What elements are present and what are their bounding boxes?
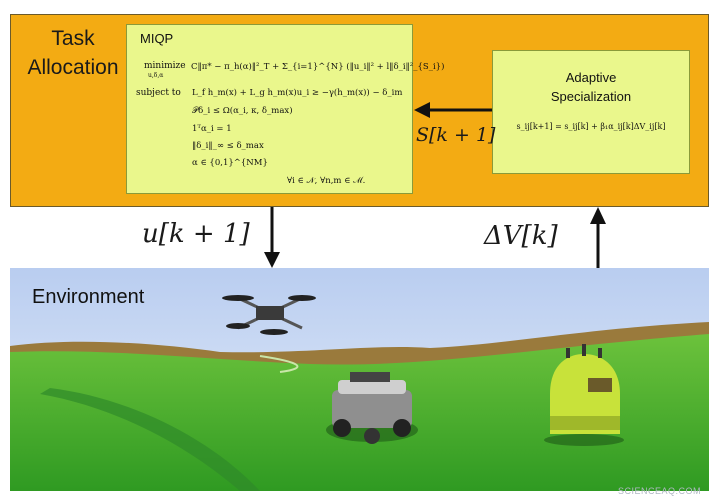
constraint-alpha-sum: 1ᵀα_i = 1 xyxy=(192,124,232,134)
shadow-streak xyxy=(40,388,260,491)
yellow-robot-illustration xyxy=(544,344,624,446)
u-k-plus-1-label: u[k + 1] xyxy=(142,219,250,249)
subject-to-label: subject to xyxy=(136,88,181,98)
arrow-to-miqp xyxy=(414,102,492,118)
task-title-line2: Allocation xyxy=(27,56,119,79)
constraint-cbf: L_f h_m(x) + L_g h_m(x)u_i ≥ −γ(h_m(x)) … xyxy=(192,88,403,98)
objective-expression: C‖π* − π_h(α)‖²_T + Σ_{i=1}^{N} (‖u_i‖² … xyxy=(191,62,445,72)
drone-illustration xyxy=(222,295,316,335)
arrow-down-u xyxy=(264,207,280,268)
constraint-delta-max: ‖δ_i‖_∞ ≤ δ_max xyxy=(192,141,264,151)
adaptive-equation: s_ij[k+1] = s_ij[k] + β₁α_ij[k]ΔV_ij[k] xyxy=(516,122,666,131)
miqp-box xyxy=(126,24,413,194)
task-title-line1: Task xyxy=(51,27,95,50)
delta-v-k-label: ΔV[k] xyxy=(484,221,558,251)
path-trail xyxy=(259,355,299,373)
minimize-subscript: u,δ,α xyxy=(148,72,164,79)
s-k-plus-1-label: S[k + 1] xyxy=(416,124,496,146)
adaptive-title-line2: Specialization xyxy=(550,89,632,104)
environment-panel xyxy=(10,268,709,491)
arrow-up-dv xyxy=(590,207,606,268)
adaptive-specialization-box xyxy=(492,50,690,174)
environment-title: Environment xyxy=(32,286,145,308)
adaptive-title-line1: Adaptive xyxy=(565,70,617,85)
environment-scene xyxy=(10,268,709,491)
minimize-word: minimize xyxy=(144,61,186,71)
constraint-omega: 𝒫δ_i ≤ Ω(α_i, κ, δ_max) xyxy=(192,106,293,116)
watermark: SCIENCEAQ.COM xyxy=(618,486,702,496)
task-allocation-title: Task Allocation xyxy=(18,24,128,82)
constraint-binary: α ∈ {0,1}^{NM} xyxy=(192,158,268,168)
miqp-title: MIQP xyxy=(140,31,174,46)
ground-robot-illustration xyxy=(326,372,418,444)
forall-clause: ∀i ∈ 𝒩, ∀n,m ∈ ℳ. xyxy=(287,176,366,186)
adaptive-specialization-title: Adaptive Specialization xyxy=(492,68,690,106)
